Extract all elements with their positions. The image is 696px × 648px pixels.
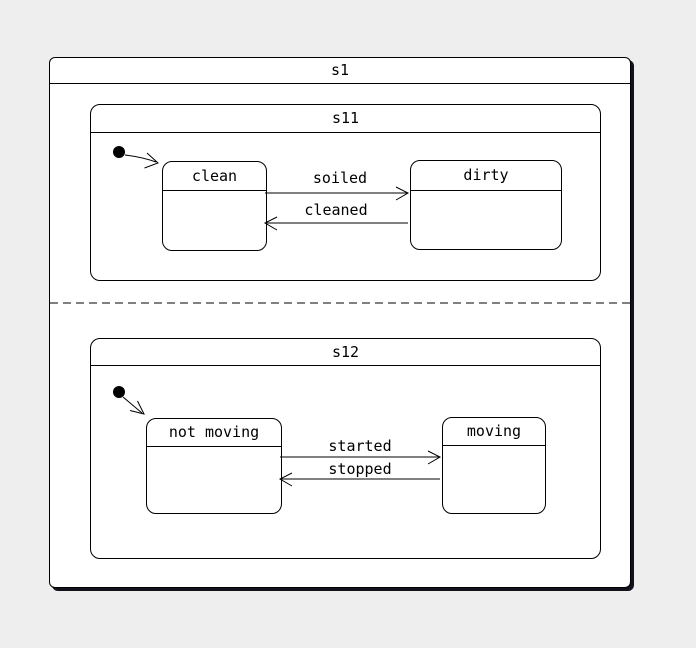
state-s11-title-compartment: s11 [91,105,600,133]
state-dirty-title-compartment: dirty [411,161,561,191]
state-clean-label: clean [191,166,238,185]
state-clean[interactable]: clean [162,161,267,251]
transition-label-stopped: stopped [328,460,392,478]
transition-label-started: started [328,437,392,455]
state-not-moving[interactable]: not moving [146,418,282,514]
state-not-moving-label: not moving [168,423,260,441]
state-s12-title-compartment: s12 [91,339,600,366]
state-not-moving-title-compartment: not moving [147,419,281,447]
state-s11-label: s11 [331,109,360,127]
state-moving-label: moving [466,422,522,440]
state-moving-title-compartment: moving [443,418,545,446]
state-clean-title-compartment: clean [163,162,266,191]
state-s1-title-compartment: s1 [50,58,630,84]
state-s11[interactable]: s11 clean dirty [90,104,601,281]
state-moving[interactable]: moving [442,417,546,514]
state-s1[interactable]: s1 s11 clean dirty s12 [49,57,631,588]
state-dirty-label: dirty [463,166,509,184]
state-dirty[interactable]: dirty [410,160,562,250]
state-s12-label: s12 [331,342,360,361]
state-s12[interactable]: s12 not moving moving [90,338,601,559]
state-s1-label: s1 [330,61,350,79]
transition-label-cleaned: cleaned [304,201,368,219]
transition-label-soiled: soiled [312,169,368,187]
